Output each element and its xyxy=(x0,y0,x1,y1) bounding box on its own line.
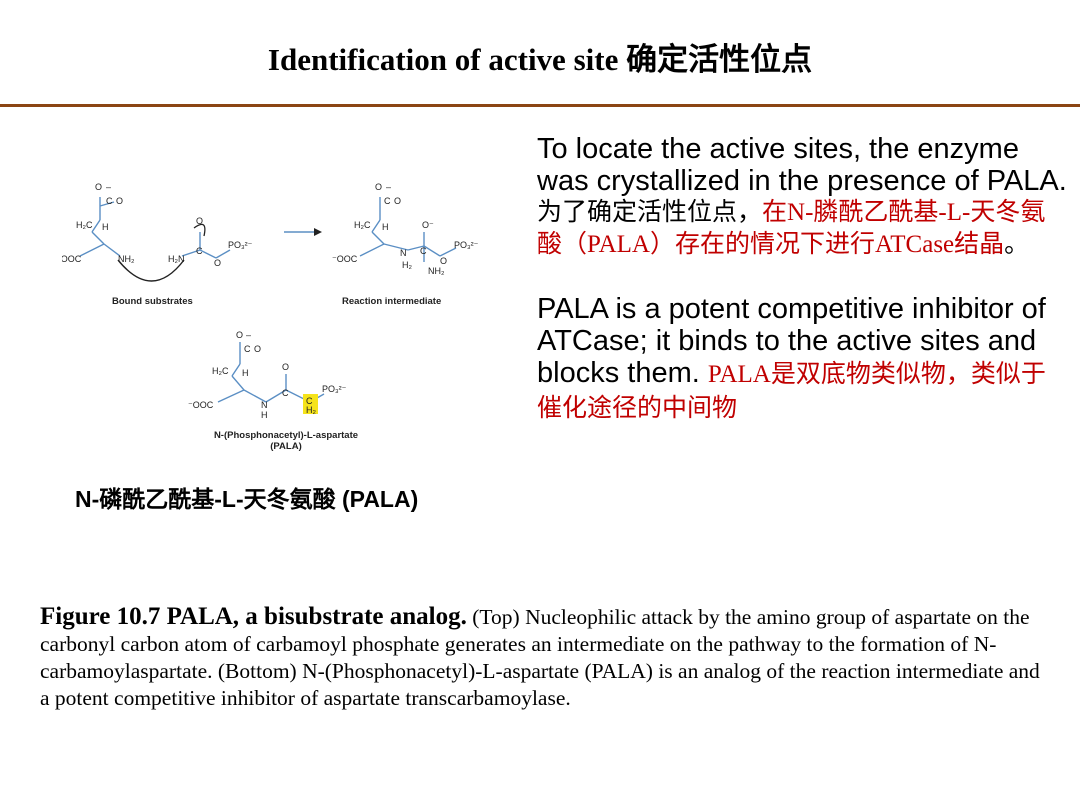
paragraph-1-chinese: 为了确定活性位点，在N-膦酰乙酰基-L-天冬氨酸（PALA）存在的情况下进行AT… xyxy=(537,197,1067,261)
svg-text:–: – xyxy=(246,330,251,340)
svg-text:O: O xyxy=(116,196,123,206)
paragraph-2-chinese: PALA是双底物类似物，类似于催化途径的中间物 xyxy=(537,361,1046,422)
svg-text:C: C xyxy=(420,246,427,256)
svg-text:H₂N: H₂N xyxy=(168,254,185,264)
svg-text:H: H xyxy=(242,368,249,378)
body-text: To locate the active sites, the enzyme w… xyxy=(537,133,1067,425)
svg-text:O: O xyxy=(196,216,203,226)
svg-text:–: – xyxy=(106,182,111,192)
figure-caption-text: (Top) Nucleophilic attack by the amino g… xyxy=(40,605,1040,710)
figure-caption-chinese: N-磷酰乙酰基-L-天冬氨酸 (PALA) xyxy=(75,486,419,512)
svg-text:C: C xyxy=(106,196,113,206)
pala-label: N-(Phosphonacetyl)-L-aspartate xyxy=(214,430,358,441)
svg-text:H₂: H₂ xyxy=(402,260,412,270)
svg-text:O: O xyxy=(440,256,447,266)
svg-text:H₂C: H₂C xyxy=(354,220,371,230)
svg-text:H: H xyxy=(261,410,268,420)
svg-text:H: H xyxy=(102,222,109,232)
paragraph-1-chinese-highlight: 在N-膦酰乙酰基-L-天冬氨酸（PALA）存在的情况下进行ATCase结晶 xyxy=(537,199,1046,258)
paragraph-spacer xyxy=(537,261,1067,293)
bound-substrates-label: Bound substrates xyxy=(112,296,193,307)
svg-text:C: C xyxy=(244,344,251,354)
paragraph-2: PALA is a potent competitive inhibitor o… xyxy=(537,293,1067,425)
svg-text:H₂: H₂ xyxy=(306,405,316,415)
svg-text:O: O xyxy=(254,344,261,354)
svg-text:N: N xyxy=(261,400,268,410)
svg-text:O: O xyxy=(394,196,401,206)
paragraph-2-english: PALA is a potent competitive inhibitor o… xyxy=(537,293,1046,389)
title-divider xyxy=(0,104,1080,107)
reaction-intermediate-label: Reaction intermediate xyxy=(342,296,441,307)
paragraph-1-english: To locate the active sites, the enzyme w… xyxy=(537,133,1067,197)
paragraph-1-chinese-intro: 为了确定活性位点， xyxy=(537,199,763,226)
svg-text:NH₂: NH₂ xyxy=(428,266,445,276)
svg-text:H₂C: H₂C xyxy=(212,366,229,376)
svg-text:O: O xyxy=(282,362,289,372)
svg-text:N: N xyxy=(400,248,407,258)
svg-text:–: – xyxy=(386,182,391,192)
svg-text:O⁻: O⁻ xyxy=(422,220,434,230)
svg-text:H₂C: H₂C xyxy=(76,220,93,230)
svg-text:⁻OOC: ⁻OOC xyxy=(332,254,358,264)
svg-text:PO₃²⁻: PO₃²⁻ xyxy=(322,384,347,394)
svg-text:C: C xyxy=(282,388,289,398)
svg-text:C: C xyxy=(384,196,391,206)
svg-text:C: C xyxy=(306,396,313,406)
svg-text:O: O xyxy=(375,182,382,192)
svg-text:O: O xyxy=(214,258,221,268)
svg-text:O: O xyxy=(95,182,102,192)
figure-caption-title: Figure 10.7 PALA, a bisubstrate analog. xyxy=(40,603,467,630)
pala-abbrev-label: (PALA) xyxy=(270,441,301,452)
svg-text:PO₃²⁻: PO₃²⁻ xyxy=(228,240,253,250)
svg-text:⁻OOC: ⁻OOC xyxy=(62,254,82,264)
paragraph-1-chinese-end: 。 xyxy=(1004,231,1030,258)
figure-caption: Figure 10.7 PALA, a bisubstrate analog. … xyxy=(40,603,1050,712)
svg-text:C: C xyxy=(196,246,203,256)
slide-title: Identification of active site 确定活性位点 xyxy=(267,42,813,77)
svg-text:⁻OOC: ⁻OOC xyxy=(188,400,214,410)
svg-text:O: O xyxy=(236,330,243,340)
svg-text:NH₂: NH₂ xyxy=(118,254,135,264)
svg-text:PO₃²⁻: PO₃²⁻ xyxy=(454,240,479,250)
svg-text:H: H xyxy=(382,222,389,232)
